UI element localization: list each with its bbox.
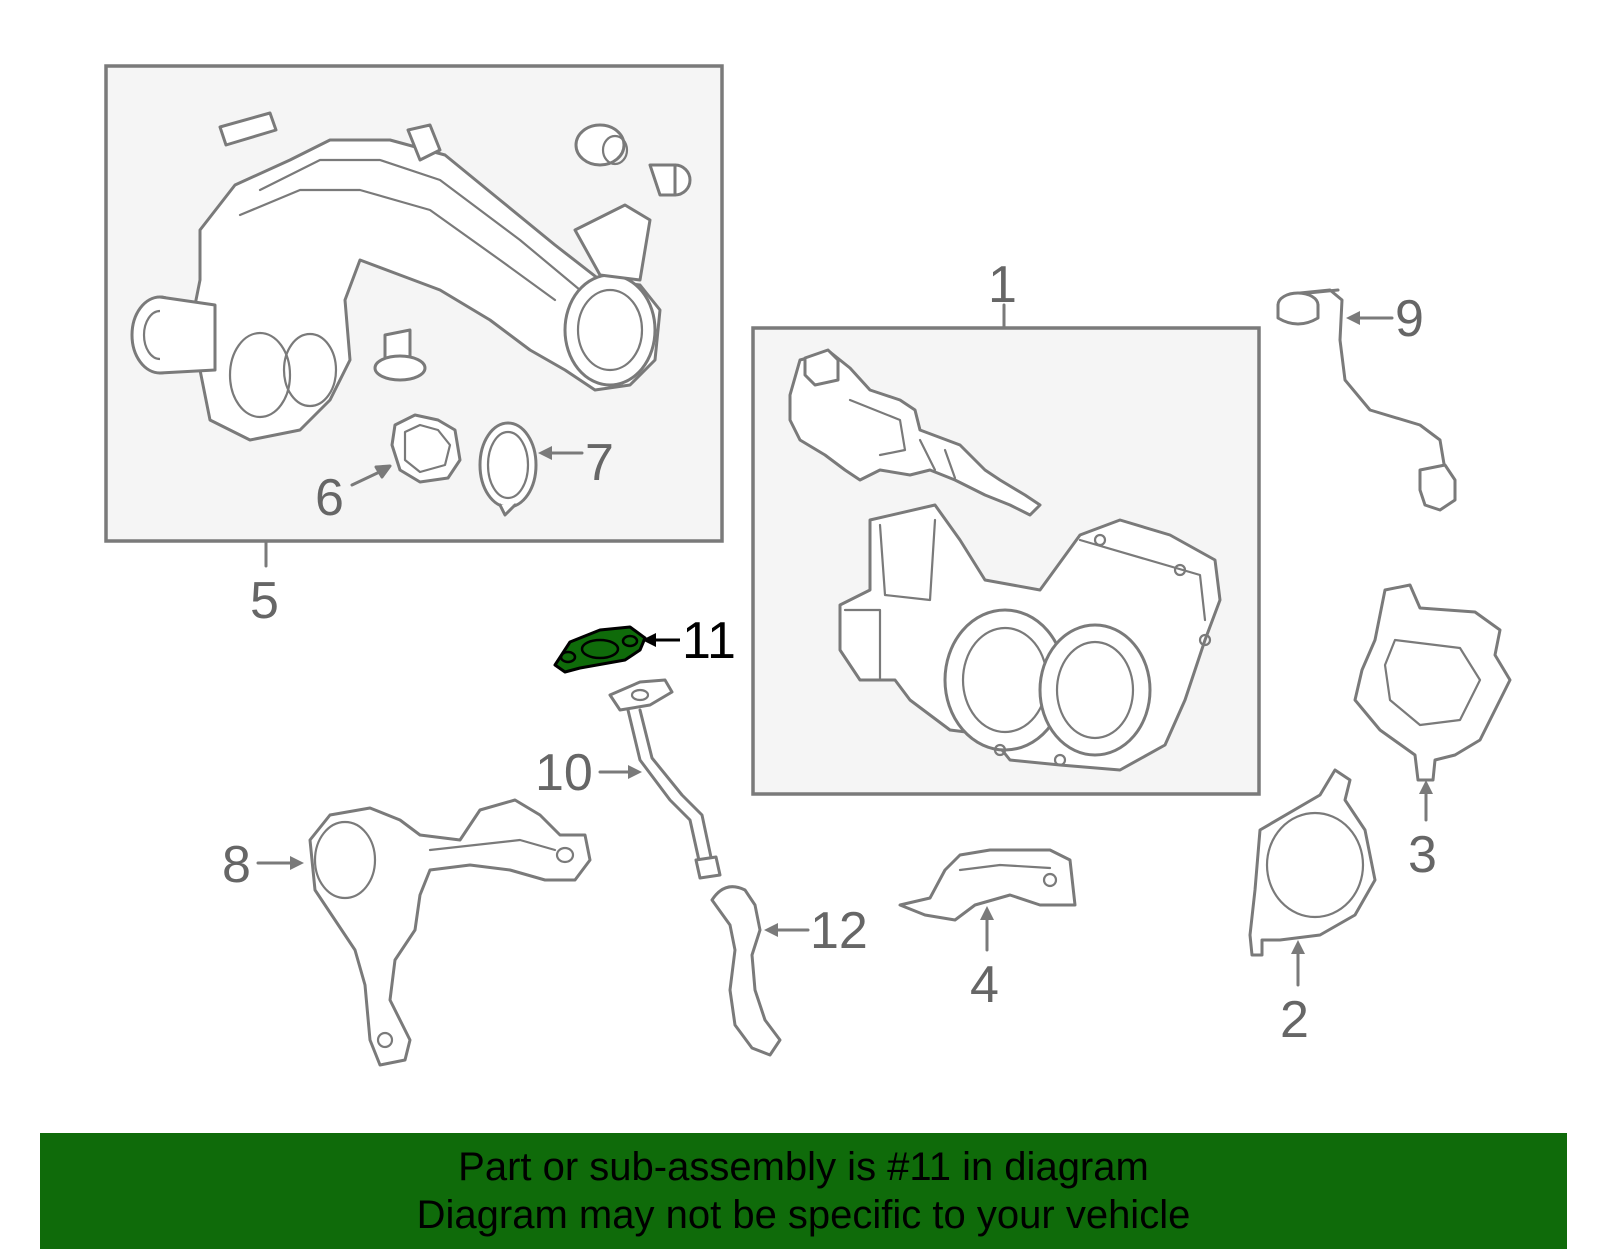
arrowhead-12 [764,923,778,937]
arrowhead-8 [290,856,304,870]
arrowhead-7 [538,446,552,460]
callout-5: 5 [250,572,279,630]
callout-1: 1 [988,256,1017,314]
callout-7: 7 [585,434,614,492]
part-6-gasket [390,413,462,484]
callout-2: 2 [1280,991,1309,1049]
callout-3: 3 [1408,826,1437,884]
callout-4: 4 [970,956,999,1014]
arrowhead-3 [1419,780,1433,794]
arrowhead-6 [374,464,392,479]
arrowhead-2 [1291,940,1305,954]
banner-line-1: Part or sub-assembly is #11 in diagram [458,1145,1149,1189]
arrowhead-11 [642,633,656,647]
part-8-housing-drawing [308,798,592,1067]
callout-8: 8 [222,836,251,894]
actuator-drawing [788,348,1042,517]
part-2-gasket-drawing [1248,768,1377,957]
part-11-gasket-highlighted [553,625,647,674]
part-4-bracket-drawing [898,848,1077,922]
parts-diagram: 6 7 5 1 [104,64,1512,1067]
callout-10: 10 [535,744,593,802]
arrowhead-10 [628,765,642,779]
callout-9: 9 [1395,290,1424,348]
bolt-drawing [373,328,427,382]
grommet-drawing [574,123,692,197]
part-3-gasket-drawing [1353,583,1512,782]
callout-12: 12 [810,902,868,960]
part-info-banner: Part or sub-assembly is #11 in diagram D… [40,1133,1567,1249]
part-7-gasket [478,421,538,517]
part-10-pipe-drawing [608,678,722,880]
turbocharger-drawing [838,503,1222,772]
part-12-hose-drawing [710,885,782,1057]
part-9-sensor-drawing [1276,288,1457,512]
intake-pipe-drawing [130,123,662,442]
banner-line-2: Diagram may not be specific to your vehi… [416,1193,1191,1237]
arrowhead-9 [1346,311,1360,325]
callout-6: 6 [315,469,344,527]
callout-11: 11 [682,612,736,670]
arrowhead-4 [980,906,994,920]
clip-drawing [218,111,278,147]
